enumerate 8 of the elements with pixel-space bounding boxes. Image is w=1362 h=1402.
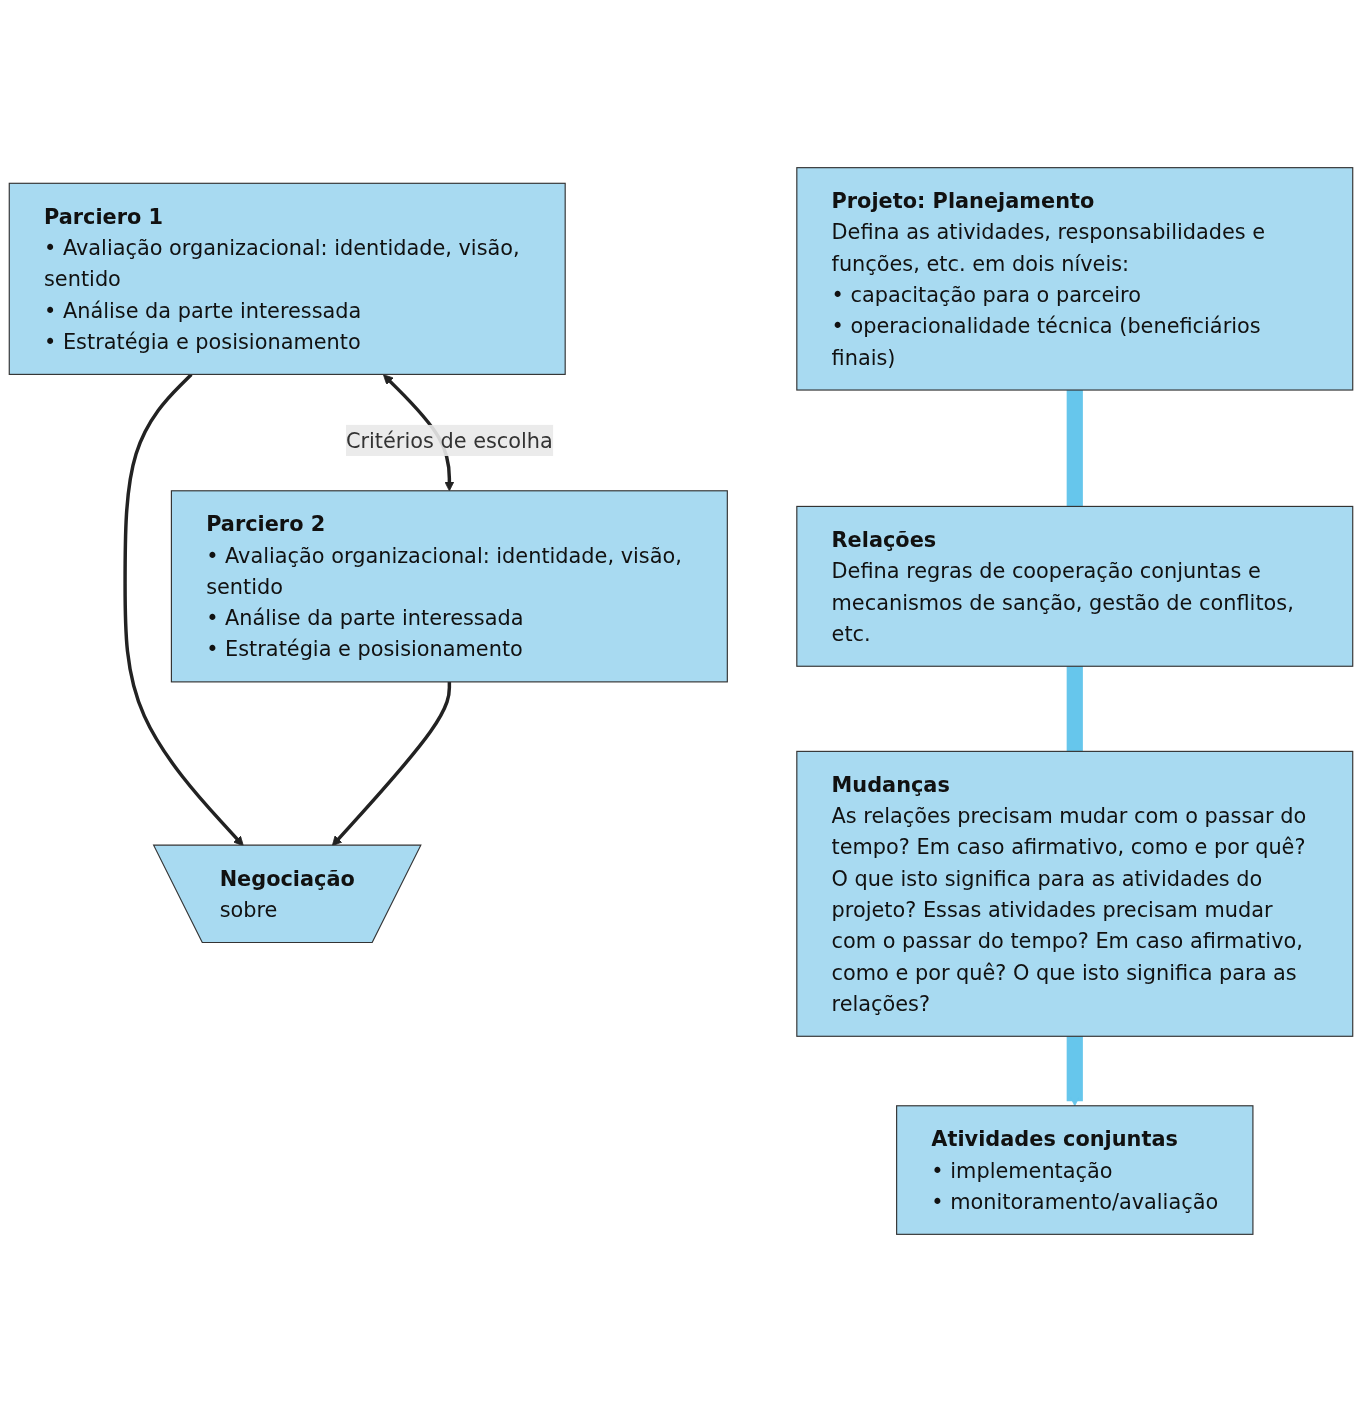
node-box: Parciero 2 • Avaliação organizacional: identidade, visão, sentido • Análise da parte interessada • Estratégia e posisionamento bbox=[170, 490, 728, 683]
connector bbox=[1066, 390, 1083, 507]
node-box: Projeto: Planejamento Defina as atividades, responsabilidades e funções, etc. em dois níveis: • capacitação para o parceiro • operacionalidade técnica (beneficiários finais) bbox=[796, 167, 1354, 391]
edge-label: Critérios de escolha bbox=[345, 428, 553, 453]
node-box: Mudanças As relações precisam mudar com o passar do tempo? Em caso afirmativo, como e por quê? O que isto significa para as atividades do projeto? Essas atividades precisam mudar com o passar do tempo? Em caso afirmativo, como e por quê? O que isto significa para as relações? bbox=[796, 750, 1354, 1037]
node-box: Relações Defina regras de cooperação conjuntas e mecanismos de sanção, gestão de conflitos, etc. bbox=[796, 505, 1354, 667]
node-box: Parciero 1 • Avaliação organizacional: identidade, visão, sentido • Análise da parte interessada • Estratégia e posisionamento bbox=[8, 182, 566, 375]
node-box: Atividades conjuntas • implementação • monitoramento/avaliação bbox=[896, 1105, 1254, 1235]
